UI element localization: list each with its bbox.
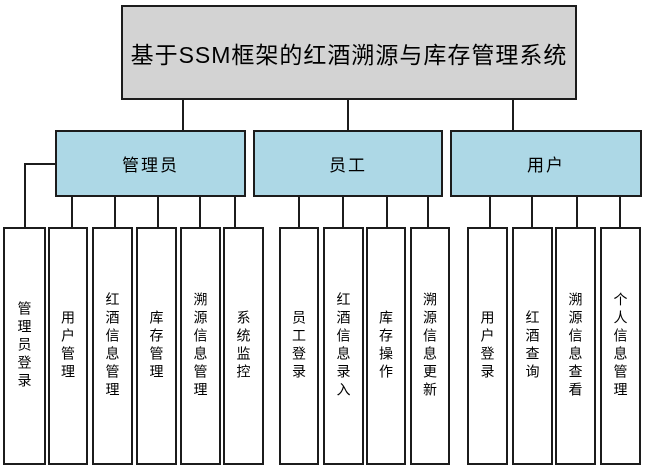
group-node-user: 用户 bbox=[450, 130, 642, 197]
connector-user-child-3 bbox=[576, 197, 578, 227]
group-node-staff: 员工 bbox=[253, 130, 443, 197]
leaf-staff-login: 员工登录 bbox=[279, 227, 319, 465]
connector-admin-login-horizontal bbox=[24, 163, 55, 165]
connector-admin-child-3 bbox=[157, 197, 159, 227]
connector-staff-child-1 bbox=[298, 197, 300, 227]
connector-staff-child-4 bbox=[427, 197, 429, 227]
leaf-inventory-management: 库存管理 bbox=[136, 227, 177, 465]
leaf-wine-info-management: 红酒信息管理 bbox=[92, 227, 133, 465]
leaf-wine-query: 红酒查询 bbox=[512, 227, 553, 465]
leaf-system-monitor: 系统监控 bbox=[223, 227, 264, 465]
leaf-trace-info-management: 溯源信息管理 bbox=[180, 227, 221, 465]
connector-staff-child-2 bbox=[342, 197, 344, 227]
connector-admin-login-vertical bbox=[24, 163, 26, 227]
connector-user-child-4 bbox=[619, 197, 621, 227]
leaf-user-login: 用户登录 bbox=[467, 227, 508, 465]
connector-title-user bbox=[512, 100, 514, 130]
connector-admin-child-1 bbox=[71, 197, 73, 227]
leaf-admin-login: 管理员登录 bbox=[3, 227, 46, 465]
leaf-trace-info-view: 溯源信息查看 bbox=[555, 227, 596, 465]
leaf-wine-info-entry: 红酒信息录入 bbox=[323, 227, 364, 465]
connector-staff-child-3 bbox=[386, 197, 388, 227]
title-node: 基于SSM框架的红酒溯源与库存管理系统 bbox=[121, 5, 577, 100]
connector-admin-child-2 bbox=[114, 197, 116, 227]
connector-admin-child-4 bbox=[199, 197, 201, 227]
connector-title-admin bbox=[182, 100, 184, 130]
leaf-personal-info-management: 个人信息管理 bbox=[600, 227, 641, 465]
leaf-user-management: 用户管理 bbox=[48, 227, 88, 465]
leaf-trace-info-update: 溯源信息更新 bbox=[410, 227, 450, 465]
connector-user-child-1 bbox=[489, 197, 491, 227]
leaf-inventory-operation: 库存操作 bbox=[366, 227, 406, 465]
connector-user-child-2 bbox=[531, 197, 533, 227]
connector-admin-child-5 bbox=[234, 197, 236, 227]
group-node-admin: 管理员 bbox=[55, 130, 246, 197]
connector-title-staff bbox=[347, 100, 349, 130]
